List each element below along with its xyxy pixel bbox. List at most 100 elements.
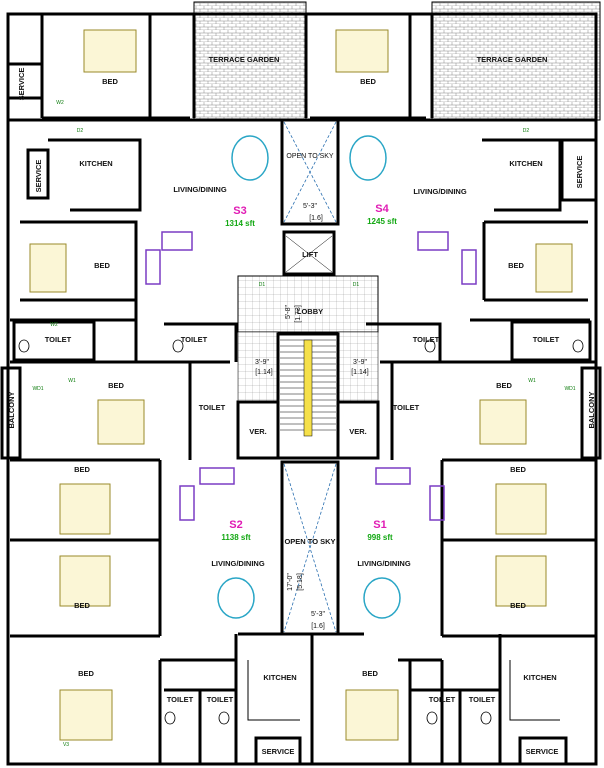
service-box-mid-left <box>26 148 50 200</box>
door-tag-9: D1 <box>259 282 266 288</box>
toilet-box-right <box>510 320 592 362</box>
ots-bottom-len-m: [5.18] <box>297 573 304 591</box>
landing-dim-right-ft: 3'-9" <box>353 359 367 366</box>
bed-label-s4-mid: BED <box>508 261 524 270</box>
lift-label: LIFT <box>302 250 318 259</box>
lift-cross <box>285 235 333 273</box>
kitchen-counter-bottom <box>247 660 560 721</box>
bed-label-s1-bottom: BED <box>362 669 378 678</box>
terrace-garden-left <box>193 1 307 121</box>
unit-area-s4: 1245 sft <box>367 217 397 226</box>
walls-row3 <box>10 362 596 638</box>
ots-bottom-len-ft: 17'-0" <box>287 573 294 591</box>
unit-area-s3: 1314 sft <box>225 219 255 228</box>
unit-name-s4: S4 <box>375 203 389 215</box>
lift-shaft <box>282 230 336 276</box>
stair-well <box>276 332 340 460</box>
balcony-label-right: BALCONY <box>587 391 596 428</box>
open-to-sky-bottom-label: OPEN TO SKY <box>284 537 335 546</box>
service-box-top-right <box>560 138 598 202</box>
building-outline <box>6 12 598 766</box>
terrace-garden-right-label: TERRACE GARDEN <box>477 55 548 64</box>
toilet-label-8: TOILET <box>207 695 234 704</box>
living-dining-label-s1: LIVING/DINING <box>357 559 411 568</box>
living-dining-label-s2: LIVING/DINING <box>211 559 265 568</box>
unit-name-s2: S2 <box>229 519 242 531</box>
unit-name-s1: S1 <box>373 519 386 531</box>
stair-handrail <box>303 339 313 437</box>
lobby-label: LOBBY <box>297 307 323 316</box>
toilet-label-5: TOILET <box>199 403 226 412</box>
service-box-top-left <box>6 62 44 100</box>
service-box-bottom-right <box>518 736 568 766</box>
toilet-label-10: TOILET <box>469 695 496 704</box>
toilet-box-left <box>12 320 96 362</box>
ots-bottom-cross <box>283 463 337 633</box>
door-tag-7: WD1 <box>32 386 43 392</box>
sofa-sets <box>145 231 477 521</box>
terrace-garden-left-label: TERRACE GARDEN <box>209 55 280 64</box>
service-label-mid-right: SERVICE <box>575 156 584 189</box>
unit-name-s3: S3 <box>233 205 246 217</box>
toilet-label-9: TOILET <box>429 695 456 704</box>
service-box-bottom-left <box>254 736 302 766</box>
unit-area-s1: 998 sft <box>367 533 393 542</box>
toilet-label-6: TOILET <box>393 403 420 412</box>
balcony-left <box>0 366 22 460</box>
toilet-label-2: TOILET <box>181 335 208 344</box>
lobby-side-right <box>337 331 379 403</box>
verandah-left <box>236 400 280 460</box>
kitchen-label-s1: KITCHEN <box>523 673 556 682</box>
ots-top-dim-ft: 5'-3" <box>303 203 317 210</box>
lobby-floor <box>237 275 379 333</box>
dining-tables <box>217 135 401 619</box>
open-to-sky-top <box>280 118 340 226</box>
unit-area-s2: 1138 sft <box>221 533 251 542</box>
ver-label-left: VER. <box>249 427 267 436</box>
bed-label-s1-b: BED <box>510 601 526 610</box>
service-label-mid-left: SERVICE <box>34 160 43 193</box>
service-label-bottom-right: SERVICE <box>526 747 559 756</box>
door-tag-5: W1 <box>68 378 76 384</box>
toilet-label-4: TOILET <box>533 335 560 344</box>
bed-furniture <box>29 29 573 741</box>
door-tag-10: D1 <box>353 282 360 288</box>
door-tag-8: WD1 <box>564 386 575 392</box>
living-dining-label-s3: LIVING/DINING <box>173 185 227 194</box>
landing-dim-right-m: [1.14] <box>351 369 369 376</box>
open-to-sky-top-label: OPEN TO SKY <box>286 153 334 160</box>
toilet-label-7: TOILET <box>167 695 194 704</box>
kitchen-label-s3: KITCHEN <box>79 159 112 168</box>
bed-label-s4-top: BED <box>360 77 376 86</box>
toilet-label-3: TOILET <box>413 335 440 344</box>
lobby-dim-ft: 5'-8" <box>285 305 292 319</box>
ots-bottom-dim-ft: 5'-3" <box>311 611 325 618</box>
service-label-bottom-left: SERVICE <box>262 747 295 756</box>
bed-label-s3-mid: BED <box>94 261 110 270</box>
lobby-dim-m: [1.73] <box>295 305 302 323</box>
service-label-top-left: SERVICE <box>17 68 26 101</box>
door-tag-4: W2 <box>50 322 58 328</box>
ots-top-dim-m: [1.6] <box>309 215 323 222</box>
toilet-fixtures <box>18 339 584 725</box>
balcony-label-left: BALCONY <box>7 391 16 428</box>
bed-label-s2-top: BED <box>108 381 124 390</box>
kitchen-label-s2: KITCHEN <box>263 673 296 682</box>
ots-bottom-dim-m: [1.6] <box>311 623 325 630</box>
door-tag-3: W2 <box>56 100 64 106</box>
bed-label-s2-b: BED <box>74 601 90 610</box>
door-tag-1: D2 <box>77 128 84 134</box>
verandah-right <box>336 400 380 460</box>
door-tag-11: V3 <box>63 742 69 748</box>
walls-bottom <box>158 632 502 764</box>
kitchen-label-s4: KITCHEN <box>509 159 542 168</box>
balcony-right <box>580 366 602 460</box>
bed-label-s3-top: BED <box>102 77 118 86</box>
walls-middle <box>10 220 596 364</box>
bed-label-s2-a: BED <box>74 465 90 474</box>
living-dining-label-s4: LIVING/DINING <box>413 187 467 196</box>
bed-label-s1-a: BED <box>510 465 526 474</box>
landing-dim-left-m: [1.14] <box>255 369 273 376</box>
